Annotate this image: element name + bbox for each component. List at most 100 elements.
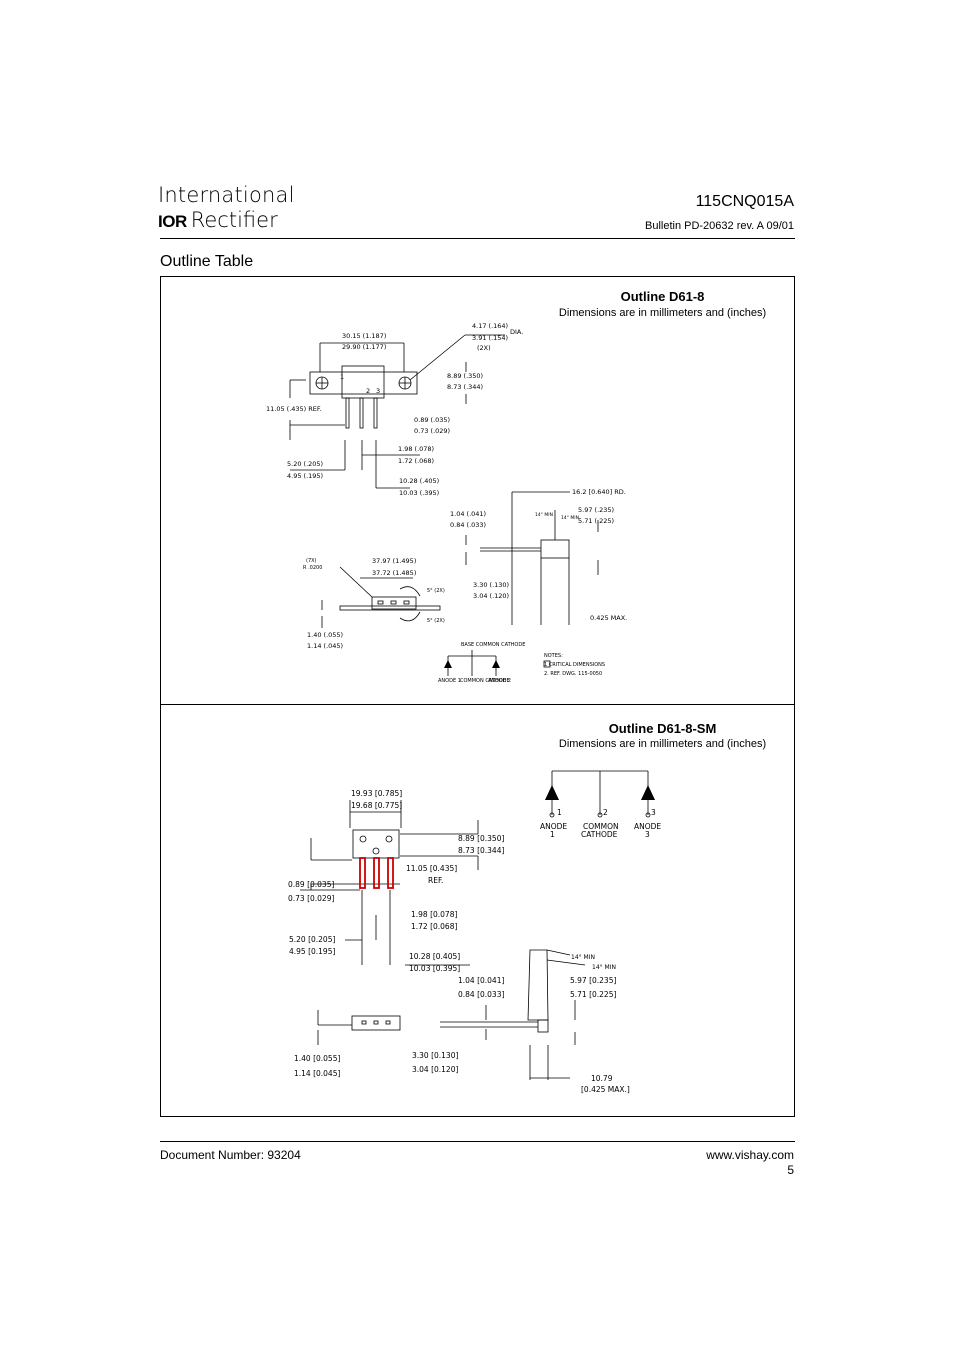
bulletin: Bulletin PD-20632 rev. A 09/01 xyxy=(644,220,794,232)
dim-s1: 5.97 (.235) xyxy=(578,506,614,514)
dim-ang2: 14° MIN xyxy=(561,515,579,521)
dim-deg-top: 5° (2X) xyxy=(427,588,445,594)
dim-pw2: 4.95 (.195) xyxy=(287,472,323,480)
sm-dim-h1: 8.89 [0.350] xyxy=(458,834,504,843)
dim-dia2: 3.91 (.154) xyxy=(472,334,508,342)
dim-max: 0.425 MAX. xyxy=(590,614,627,622)
sm-dim-w2: 19.68 [0.775] xyxy=(351,801,402,810)
schematic-base: BASE COMMON CATHODE xyxy=(461,642,525,648)
header-rule xyxy=(160,238,795,239)
page-number: 5 xyxy=(787,1163,794,1177)
dim-bw1: 37.97 (1.495) xyxy=(372,557,416,565)
logo-ior-mark: IOR xyxy=(158,212,187,231)
sm-dim-s2: 5.71 [0.225] xyxy=(570,990,616,999)
schematic-n1: 1 xyxy=(557,808,562,817)
logo-international: International xyxy=(158,183,295,207)
schematic-common: COMMON CATHODE xyxy=(460,678,510,684)
sm-dim-h2: 8.73 [0.344] xyxy=(458,846,504,855)
schematic-n2: 2 xyxy=(603,808,608,817)
section-title: Outline Table xyxy=(160,253,254,270)
footer-rule xyxy=(160,1141,795,1142)
dim-ang1: 14° MIN xyxy=(535,512,553,518)
sm-dim-bh2: 3.04 [0.120] xyxy=(412,1065,458,1074)
dim-rd: 16.2 [0.640] RD. xyxy=(572,488,626,496)
logo-rectifier-text: Rectifier xyxy=(190,208,278,232)
note-1: 1 CRITICAL DIMENSIONS xyxy=(544,662,605,668)
sm-leads xyxy=(359,857,394,889)
dim-ls1: 10.28 (.405) xyxy=(399,477,439,485)
dim-r7x: (7X) xyxy=(306,558,317,564)
dim-w1: 30.15 (1.187) xyxy=(342,332,386,340)
dim-deg-bottom: 5° (2X) xyxy=(427,618,445,624)
schematic-n3: 3 xyxy=(651,808,656,817)
schematic-anode1: ANODE 1 xyxy=(438,678,461,684)
dim-bt2: 1.14 (.045) xyxy=(307,642,343,650)
dim-lead2: 0.73 (.029) xyxy=(414,427,450,435)
diode3-icon xyxy=(641,785,655,800)
sm-dim-ls2: 10.03 [0.395] xyxy=(409,964,460,973)
sm-dim-t1: 1.04 [0.041] xyxy=(458,976,504,985)
dim-h2: 8.73 (.344) xyxy=(447,383,483,391)
outline-frame xyxy=(160,276,795,1117)
outline1-title: Outline D61-8 xyxy=(620,289,705,304)
dim-r7xv: R .0200 xyxy=(303,565,322,571)
svg-text:1: 1 xyxy=(340,373,344,381)
dim-bt1: 1.40 (.055) xyxy=(307,631,343,639)
schematic-cathode: CATHODE xyxy=(581,830,618,839)
dim-dia-label: DIA. xyxy=(510,328,523,336)
website-link[interactable]: www.vishay.com xyxy=(706,1148,794,1162)
schematic-anode3: ANODE xyxy=(634,822,661,831)
dim-lead1: 0.89 (.035) xyxy=(414,416,450,424)
sm-dim-max2: [0.425 MAX.] xyxy=(581,1085,630,1094)
outline-divider xyxy=(160,704,795,705)
diode1-icon xyxy=(545,785,559,800)
sm-dim-lead1: 0.89 [0.035] xyxy=(288,880,334,889)
sm-dim-pitch2: 1.72 [0.068] xyxy=(411,922,457,931)
dim-pitch2: 1.72 (.068) xyxy=(398,457,434,465)
package-top-flange xyxy=(309,371,418,395)
sm-dim-w1: 19.93 [0.785] xyxy=(351,789,402,798)
note-2: 2. REF. DWG. 115-0050 xyxy=(544,671,602,677)
sm-dim-bt2: 1.14 [0.045] xyxy=(294,1069,340,1078)
part-number: 115CNQ015A xyxy=(695,193,794,210)
schematic-anode1-num: 1 xyxy=(550,830,555,839)
schematic-anode2: ANODE 2 xyxy=(488,678,511,684)
dim-t1: 1.04 (.041) xyxy=(450,510,486,518)
schematic-anode3-num: 3 xyxy=(645,830,650,839)
sm-dim-ang1: 14° MIN xyxy=(571,954,595,961)
notes-title: NOTES: xyxy=(544,653,563,659)
dim-ls2: 10.03 (.395) xyxy=(399,489,439,497)
outline2-title: Outline D61-8-SM xyxy=(608,721,717,736)
outline1-subtitle: Dimensions are in millimeters and (inche… xyxy=(558,307,767,319)
dim-t2: 0.84 (.033) xyxy=(450,521,486,529)
dim-dia1: 4.17 (.164) xyxy=(472,322,508,330)
sm-dim-ref2: REF. xyxy=(428,876,443,885)
dim-s2: 5.71 (.225) xyxy=(578,517,614,525)
dim-w2: 29.90 (1.177) xyxy=(342,343,386,351)
dim-ref: 11.05 (.435) REF. xyxy=(266,405,322,413)
dim-bh2: 3.04 (.120) xyxy=(473,592,509,600)
sm-dim-ref1: 11.05 [0.435] xyxy=(406,864,457,873)
sm-dim-pitch1: 1.98 [0.078] xyxy=(411,910,457,919)
sm-dim-ls1: 10.28 [0.405] xyxy=(409,952,460,961)
document-number: Document Number: 93204 xyxy=(160,1148,301,1162)
sm-dim-lead2: 0.73 [0.029] xyxy=(288,894,334,903)
dim-h1: 8.89 (.350) xyxy=(447,372,483,380)
dim-pw1: 5.20 (.205) xyxy=(287,460,323,468)
dim-dia3: (2X) xyxy=(477,344,491,352)
sm-dim-pw1: 5.20 [0.205] xyxy=(289,935,335,944)
sm-dim-pw2: 4.95 [0.195] xyxy=(289,947,335,956)
svg-text:3: 3 xyxy=(376,387,380,395)
dim-bh1: 3.30 (.130) xyxy=(473,581,509,589)
outline2-subtitle: Dimensions are in millimeters and (inche… xyxy=(558,738,767,750)
sm-dim-bt1: 1.40 [0.055] xyxy=(294,1054,340,1063)
sm-dim-bh1: 3.30 [0.130] xyxy=(412,1051,458,1060)
dim-bw2: 37.72 (1.485) xyxy=(372,569,416,577)
sm-dim-ang2: 14° MIN xyxy=(592,964,616,971)
sm-dim-s1: 5.97 [0.235] xyxy=(570,976,616,985)
svg-text:2: 2 xyxy=(366,387,370,395)
sm-dim-t2: 0.84 [0.033] xyxy=(458,990,504,999)
